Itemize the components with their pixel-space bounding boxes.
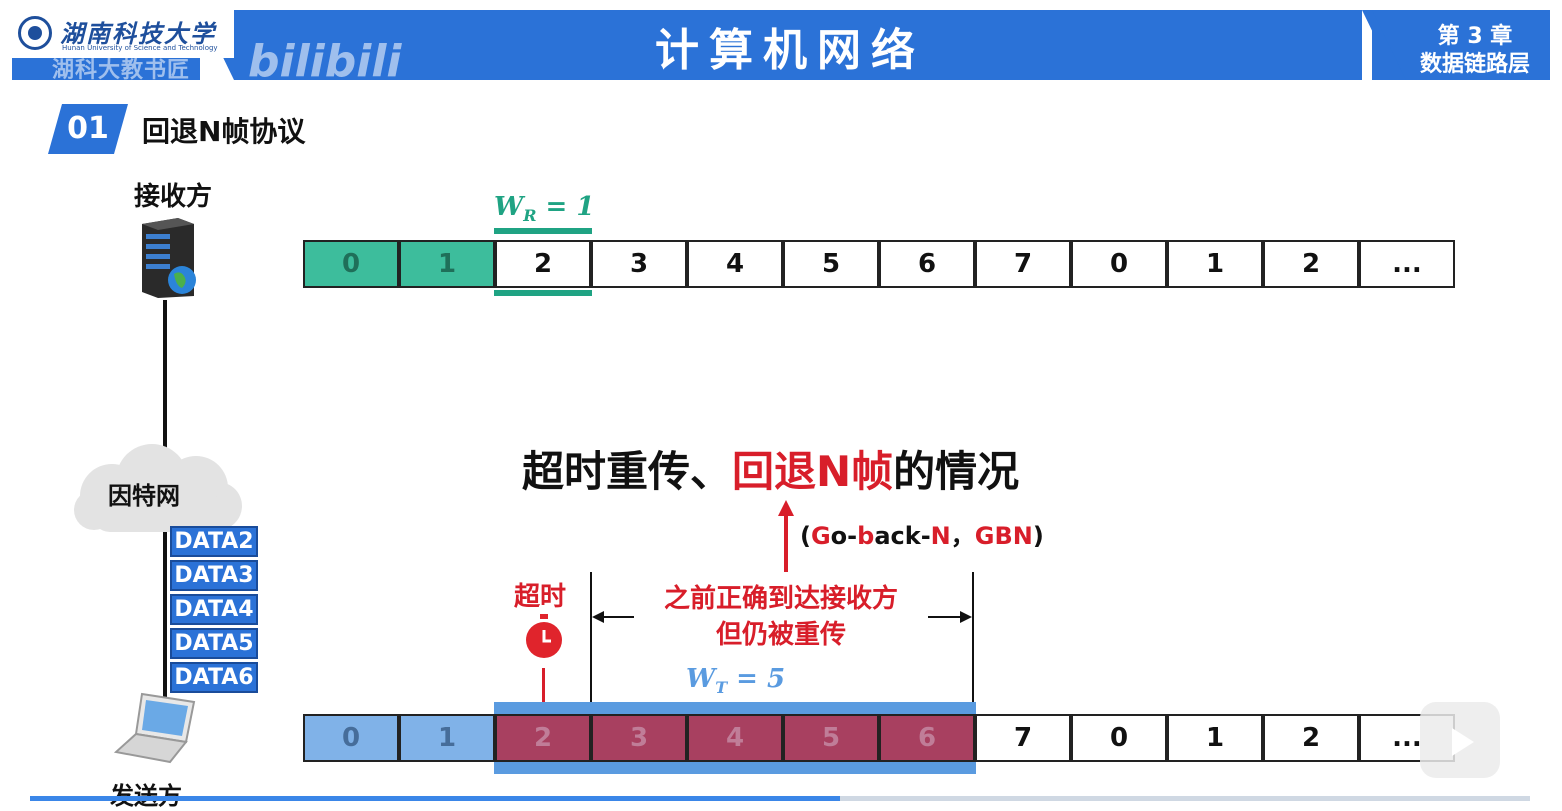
receiver-frame: 2	[1263, 240, 1359, 288]
university-name: 湖南科技大学	[60, 19, 216, 48]
header-slant-right-inner	[1372, 10, 1406, 80]
server-icon	[142, 218, 196, 298]
laptop-icon	[114, 692, 196, 764]
university-name-en: Hunan University of Science and Technolo…	[62, 44, 218, 52]
range-arrow-right-head	[960, 611, 972, 623]
receiver-label: 接收方	[134, 182, 213, 212]
sender-frame: 4	[687, 714, 783, 762]
sender-frame: 1	[399, 714, 495, 762]
sender-frame: 2	[495, 714, 591, 762]
retransmit-note-line1: 之前正确到达接收方	[663, 584, 898, 614]
receiver-frame: 1	[1167, 240, 1263, 288]
chapter-box	[1396, 10, 1550, 80]
receiver-window-bottom	[494, 290, 592, 296]
bilibili-logo: bilibili	[248, 36, 402, 87]
range-bar-left	[590, 572, 592, 708]
internet-label: 因特网	[108, 482, 180, 510]
watermark-text: 湖科大教书匠	[52, 58, 191, 83]
headline: 超时重传、回退N帧的情况	[522, 447, 1020, 496]
range-arrow-right	[928, 616, 966, 618]
header-slant-left	[200, 10, 234, 80]
data-packet: DATA3	[170, 560, 258, 591]
receiver-frame: 2	[495, 240, 591, 288]
range-arrow-left-head	[592, 611, 604, 623]
range-bar-right	[972, 572, 974, 708]
sender-frame: 5	[783, 714, 879, 762]
logo-area	[12, 10, 234, 80]
course-title: 计算机网络	[655, 25, 925, 76]
sender-label: 发送方	[110, 776, 182, 811]
sender-frame: 3	[591, 714, 687, 762]
receiver-frame: 0	[1071, 240, 1167, 288]
chapter-number: 第 3 章	[1437, 24, 1513, 49]
red-arrow-head	[778, 500, 794, 516]
sender-frame: 0	[1071, 714, 1167, 762]
receiver-frame: 4	[687, 240, 783, 288]
gbn-label: (Go-back-N，GBN)	[800, 522, 1044, 550]
data-packet: DATA4	[170, 594, 258, 625]
data-packet: DATA6	[170, 662, 258, 693]
progress-fill[interactable]	[30, 796, 840, 801]
sender-frame: 6	[879, 714, 975, 762]
header-bar	[12, 10, 1550, 80]
sender-frame: 1	[1167, 714, 1263, 762]
receiver-frame: 5	[783, 240, 879, 288]
data-packet: DATA2	[170, 526, 258, 557]
receiver-frame: ...	[1359, 240, 1455, 288]
red-arrow-line	[784, 514, 788, 572]
section-number: 01	[48, 104, 128, 154]
cloud-icon	[74, 444, 242, 532]
sender-frame: 7	[975, 714, 1071, 762]
sender-window-label: WT = 5	[686, 664, 786, 698]
timeout-arrow-line	[542, 668, 545, 708]
play-icon[interactable]	[1452, 728, 1474, 756]
receiver-frame: 1	[399, 240, 495, 288]
receiver-frame: 3	[591, 240, 687, 288]
timer-icon	[526, 614, 562, 658]
sender-frame: 2	[1263, 714, 1359, 762]
receiver-window-label: WR = 1	[494, 192, 595, 226]
range-arrow-left	[596, 616, 634, 618]
university-logo-icon	[18, 16, 52, 50]
receiver-window-top	[494, 228, 592, 234]
data-packet: DATA5	[170, 628, 258, 659]
receiver-frame: 0	[303, 240, 399, 288]
sender-frame: 0	[303, 714, 399, 762]
timeout-label: 超时	[514, 582, 567, 612]
receiver-frame: 7	[975, 240, 1071, 288]
section-title: 回退N帧协议	[142, 115, 306, 148]
chapter-name: 数据链路层	[1419, 52, 1530, 77]
retransmit-note-line2: 但仍被重传	[715, 620, 846, 650]
receiver-frame: 6	[879, 240, 975, 288]
